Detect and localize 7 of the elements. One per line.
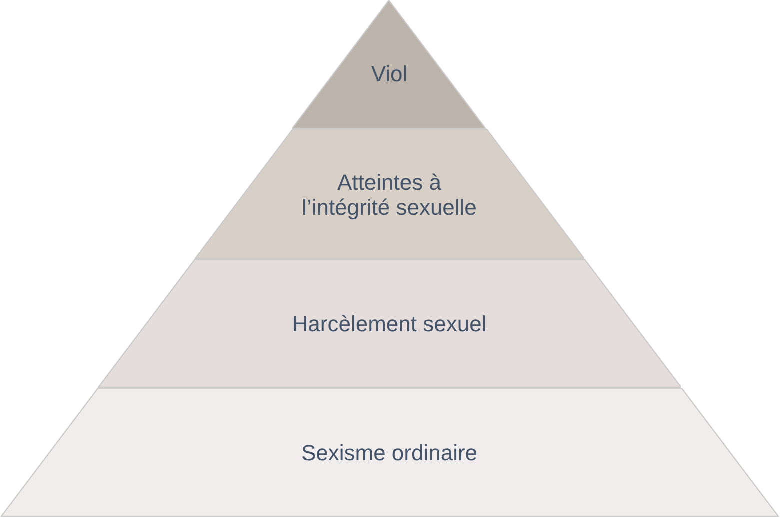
tier-label: Atteintes à l’intégrité sexuelle [301, 170, 478, 220]
tier-label: Sexisme ordinaire [301, 440, 478, 466]
pyramid-tier [98, 259, 682, 388]
tier-label: Viol [371, 62, 408, 86]
pyramid-tier [0, 388, 778, 517]
pyramid-tier [194, 129, 584, 259]
tier-label: Harcèlement sexuel [292, 312, 487, 336]
